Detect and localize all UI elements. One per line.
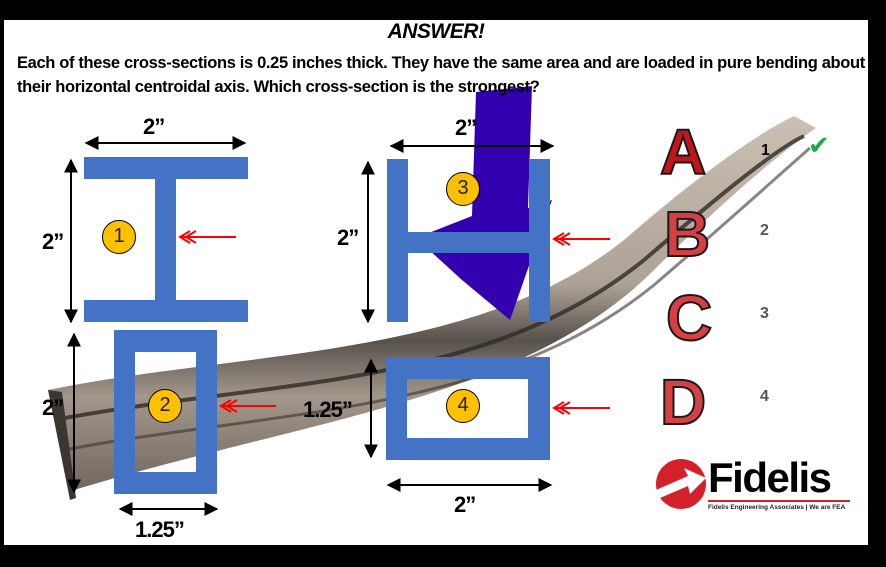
option-c-value: 3 [760, 305, 769, 322]
page-title: ANSWER! [387, 20, 485, 43]
option-c-letter: C [665, 282, 713, 354]
section-3-width-label: 2” [455, 115, 477, 140]
section-4-badge: 4 [446, 389, 480, 423]
question-prompt: Each of these cross-sections is 0.25 inc… [17, 51, 867, 99]
section-1-ibeam-shape [84, 157, 248, 322]
logo-divider [708, 500, 850, 502]
question-ask: Which cross-section is the strongest? [253, 78, 540, 96]
option-b-value: 2 [760, 222, 769, 239]
bending-axis-arrow-1-icon [178, 230, 236, 244]
section-1-height-label: 2” [42, 229, 64, 254]
section-2-badge: 2 [148, 389, 182, 423]
option-b-letter: B [663, 198, 711, 270]
section-4-width-label: 2” [454, 492, 476, 517]
section-2-height-label: 2” [42, 395, 64, 420]
correct-check-icon: ✔ [808, 130, 830, 160]
section-4-wide-tube-shape [386, 357, 550, 460]
option-a-letter: A [659, 116, 707, 188]
fidelis-logo-wordmark: Fidelis [708, 454, 832, 501]
slide: ANSWER! Each of these cross-sections is … [4, 20, 868, 545]
fidelis-logo-tagline: Fidelis Engineering Associates | We are … [708, 504, 846, 511]
fidelis-logo-icon [656, 459, 706, 509]
section-3-badge: 3 [446, 172, 480, 206]
option-d-letter: D [659, 366, 707, 438]
section-2-width-label: 1.25” [135, 517, 185, 542]
section-3-hsection-shape [387, 159, 550, 322]
section-1-width-label: 2” [143, 114, 165, 139]
section-4-height-label: 1.25” [303, 397, 353, 422]
option-d-value: 4 [760, 388, 769, 405]
option-a-value: 1 [761, 142, 770, 159]
diagram-graphics [48, 86, 816, 516]
bending-axis-arrow-3-icon [552, 232, 610, 246]
section-2-tall-tube-shape [114, 330, 217, 494]
question-context: Each of these cross-sections is 0.25 inc… [17, 54, 865, 96]
bending-axis-arrow-4-icon [552, 401, 610, 415]
section-1-badge: 1 [102, 220, 136, 254]
bending-axis-arrow-2-icon [219, 399, 276, 413]
section-3-height-label: 2” [337, 225, 359, 250]
